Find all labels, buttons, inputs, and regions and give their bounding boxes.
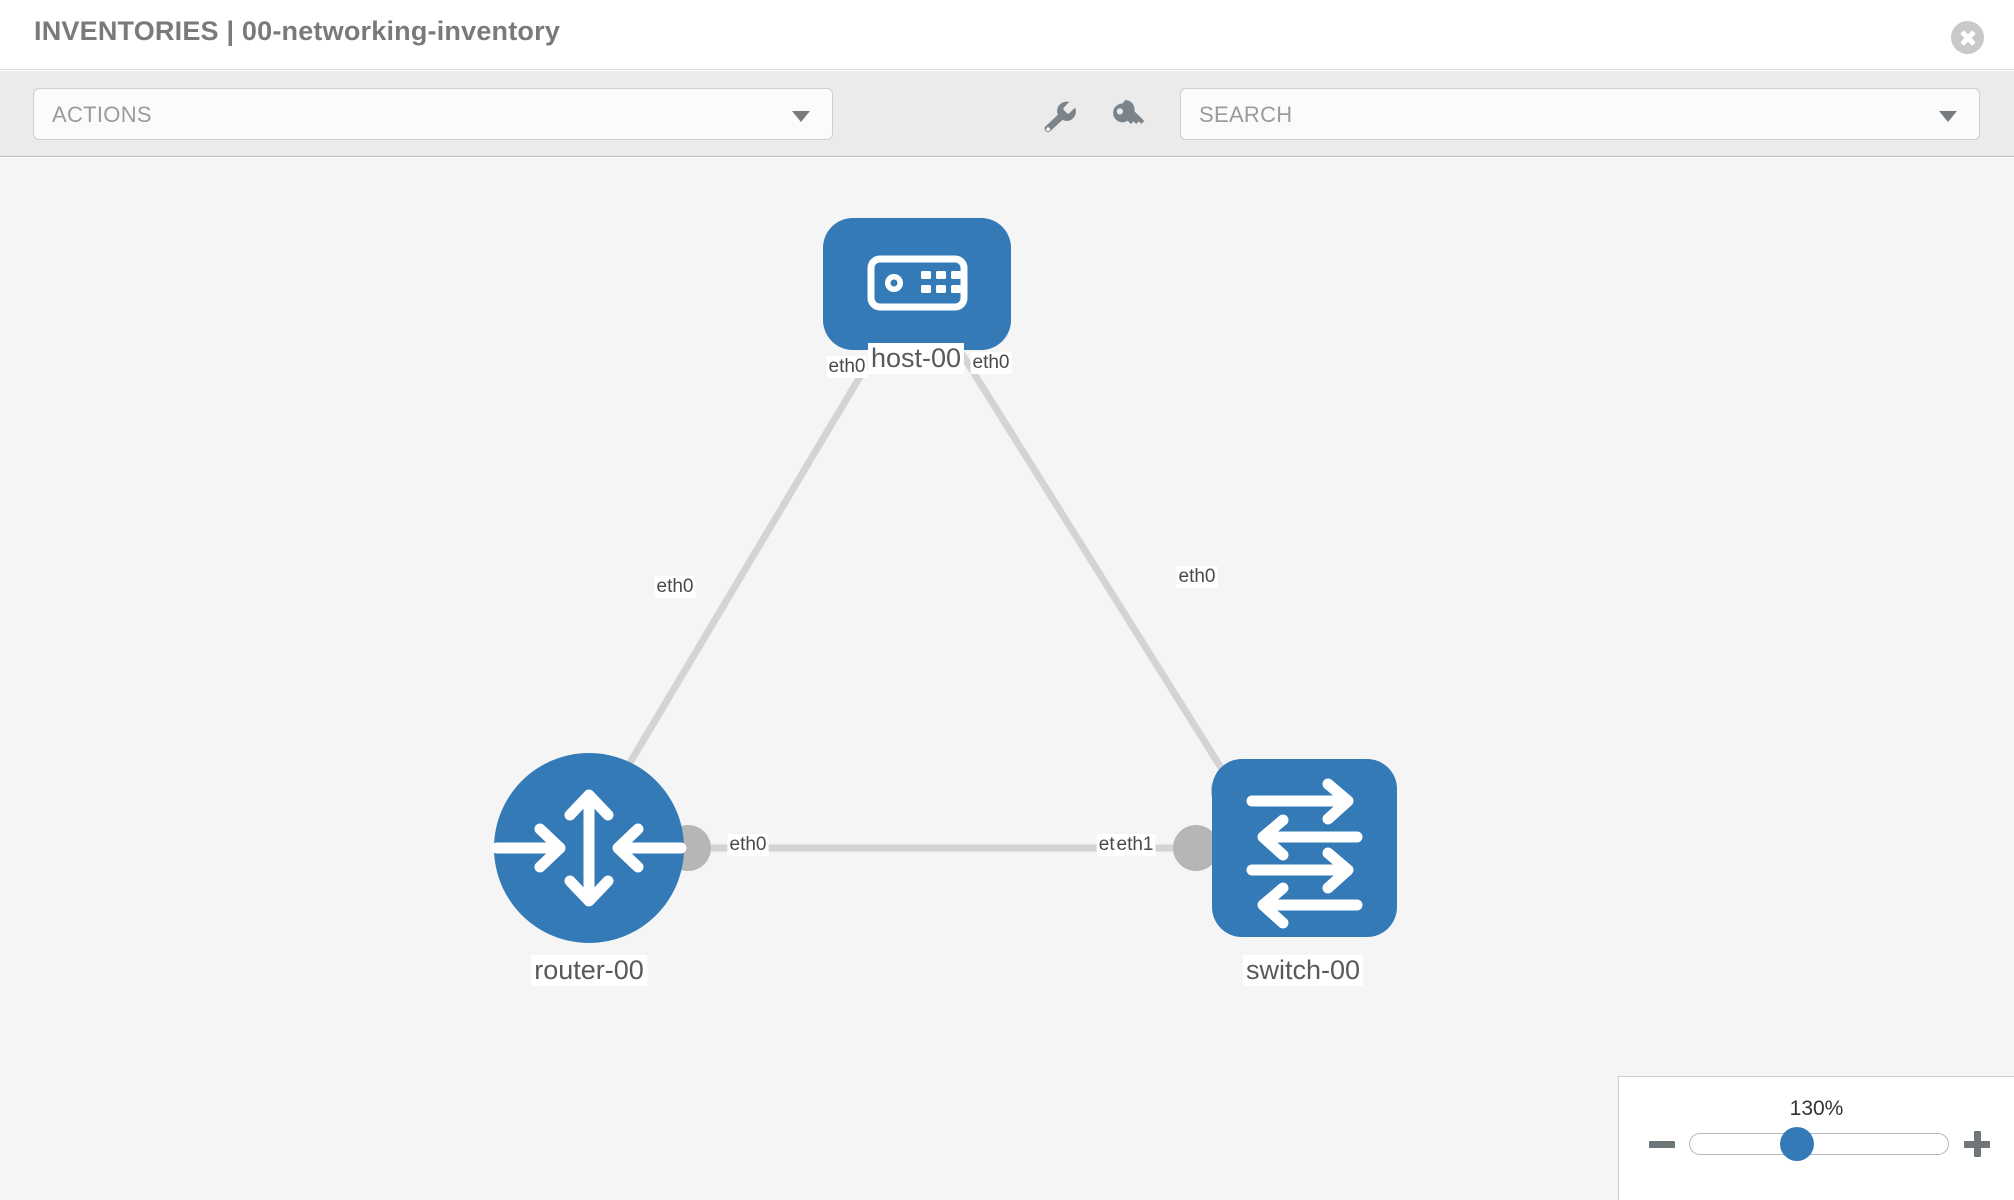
search-input-value: SEARCH bbox=[1199, 102, 1293, 127]
actions-dropdown-label: ACTIONS bbox=[52, 102, 152, 127]
close-icon[interactable] bbox=[1951, 21, 1984, 54]
actions-dropdown[interactable]: ACTIONS bbox=[33, 88, 833, 140]
link-host-router[interactable] bbox=[596, 341, 884, 815]
minus-icon[interactable] bbox=[1647, 1129, 1677, 1159]
window-header: INVENTORIES | 00-networking-inventory bbox=[0, 0, 2014, 70]
toolbar: ACTIONS SEARCH bbox=[0, 71, 2014, 157]
key-icon[interactable] bbox=[1105, 99, 1149, 135]
iface-label: eth0 bbox=[1176, 566, 1218, 588]
topology-links bbox=[596, 341, 1255, 852]
topology-node-router-00[interactable] bbox=[491, 753, 687, 943]
topology-node-label-switch: switch-00 bbox=[1242, 955, 1364, 986]
zoom-slider-thumb[interactable] bbox=[1780, 1127, 1814, 1161]
iface-label: eth0 bbox=[654, 576, 696, 598]
search-input[interactable]: SEARCH bbox=[1180, 88, 1980, 140]
plus-icon[interactable] bbox=[1962, 1129, 1992, 1159]
topology-node-label-host: host-00 bbox=[867, 343, 965, 374]
topology-node-host-00[interactable] bbox=[823, 218, 1011, 350]
topology-canvas[interactable]: eth0 eth0 eth0 eth0 eth0 eth eth1 host-0… bbox=[0, 158, 2014, 1200]
zoom-control-panel: 130% bbox=[1618, 1076, 2014, 1200]
chevron-down-icon bbox=[1939, 111, 1957, 122]
iface-label: eth1 bbox=[1114, 834, 1156, 856]
topology-node-label-router: router-00 bbox=[531, 955, 647, 986]
link-host-switch[interactable] bbox=[952, 341, 1248, 808]
page-title: INVENTORIES | 00-networking-inventory bbox=[34, 16, 561, 46]
zoom-slider-track[interactable] bbox=[1689, 1133, 1949, 1155]
wrench-icon[interactable] bbox=[1037, 99, 1081, 135]
chevron-down-icon bbox=[792, 111, 810, 122]
interface-markers bbox=[665, 316, 1257, 871]
topology-graph bbox=[491, 218, 1397, 943]
topology-node-switch-00[interactable] bbox=[1212, 759, 1397, 937]
iface-label: eth0 bbox=[826, 356, 868, 378]
iface-label: eth0 bbox=[970, 352, 1012, 374]
iface-marker-switch-eth1[interactable] bbox=[1173, 825, 1219, 871]
zoom-level-value: 130% bbox=[1789, 1097, 1844, 1120]
iface-label: eth0 bbox=[727, 834, 769, 856]
